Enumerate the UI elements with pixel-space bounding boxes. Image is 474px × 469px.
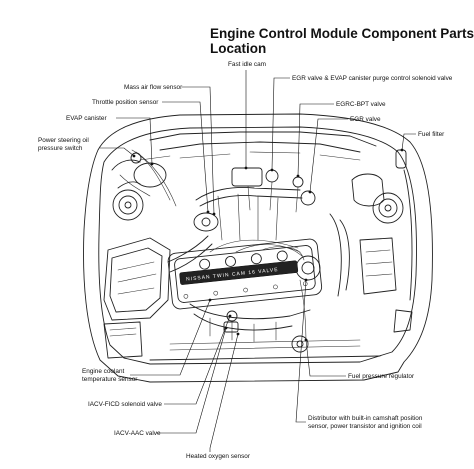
- diagram-title-line2: Location: [210, 41, 266, 56]
- spark-plug-tower-2: [225, 255, 236, 267]
- battery: [103, 321, 143, 359]
- leader-iacv-aac: [156, 327, 227, 434]
- label-fuel-pressure: Fuel pressure regulator: [348, 373, 415, 380]
- label-egr-valve: EGR valve: [350, 116, 381, 123]
- engine-bay-illustration: NISSAN TWIN CAM 16 VALVE: [83, 113, 433, 383]
- valve-cover-brand-strip: [179, 260, 299, 285]
- leader-fuel-pressure: [305, 339, 346, 377]
- label-distributor-line2: sensor, power transistor and ignition co…: [308, 423, 422, 430]
- leader-heated-oxygen: [209, 333, 239, 452]
- label-power-steering-line2: pressure switch: [38, 145, 83, 152]
- label-iacv-ficd: IACV-FICD solenoid valve: [88, 401, 162, 408]
- washer-reservoir: [359, 237, 397, 295]
- spark-plug-tower-1: [199, 258, 211, 270]
- leader-evap-canister: [116, 117, 153, 165]
- leader-lines: [100, 70, 416, 452]
- leader-throttle-position: [162, 101, 209, 213]
- leader-distributor: [295, 279, 307, 423]
- fuel-filter-body: [395, 149, 407, 169]
- iacv-component: [226, 310, 238, 322]
- label-fast-idle-cam: Fast idle cam: [228, 61, 266, 68]
- valve-cover-group: NISSAN TWIN CAM 16 VALVE: [167, 238, 323, 310]
- radiator-support: [149, 355, 381, 361]
- diagram-title-line1: Engine Control Module Component Parts: [210, 26, 474, 41]
- leader-egrc-bpt: [297, 103, 334, 177]
- leader-iacv-ficd: [164, 315, 231, 405]
- throttle-body: [193, 212, 219, 232]
- leader-egr-valve: [309, 118, 348, 193]
- power-steering-component: [130, 152, 142, 164]
- label-power-steering-line1: Power steering oil: [38, 137, 89, 144]
- label-egr-evap: EGR valve & EVAP canister purge control …: [292, 75, 453, 82]
- label-distributor-line1: Distributor with built-in camshaft posit…: [308, 415, 423, 422]
- label-mass-air-flow: Mass air flow sensor: [124, 84, 183, 91]
- leader-mass-air-flow: [182, 86, 215, 215]
- coolant-reservoir: [351, 173, 385, 207]
- leader-fuel-filter: [401, 133, 416, 151]
- leader-power-steering: [100, 147, 135, 157]
- exhaust-manifold: [189, 303, 311, 320]
- label-egrc-bpt: EGRC-BPT valve: [336, 101, 386, 108]
- engine-bay-outline: [83, 113, 433, 383]
- label-heated-oxygen: Heated oxygen sensor: [186, 453, 251, 460]
- label-throttle-position: Throttle position sensor: [92, 99, 159, 106]
- leader-coolant-temp: [130, 299, 211, 376]
- label-iacv-aac: IACV-AAC valve: [114, 430, 161, 437]
- callout-labels: Fast idle cam Mass air flow sensor EGR v…: [38, 61, 453, 460]
- leader-egr-evap: [271, 77, 290, 171]
- spark-plug-tower-4: [276, 250, 288, 262]
- egr-component-cluster: [231, 167, 263, 187]
- spark-plug-tower-3: [250, 253, 262, 265]
- left-strut-tower: [112, 189, 144, 221]
- right-strut-tower: [372, 192, 404, 224]
- distributor: [295, 255, 321, 281]
- label-evap-canister: EVAP canister: [66, 115, 107, 122]
- label-coolant-temp-line1: Engine coolant: [82, 368, 125, 375]
- air-cleaner-box: [103, 237, 171, 321]
- brake-booster: [133, 162, 167, 188]
- label-fuel-filter: Fuel filter: [418, 131, 445, 138]
- label-coolant-temp-line2: temperature sensor: [82, 376, 138, 383]
